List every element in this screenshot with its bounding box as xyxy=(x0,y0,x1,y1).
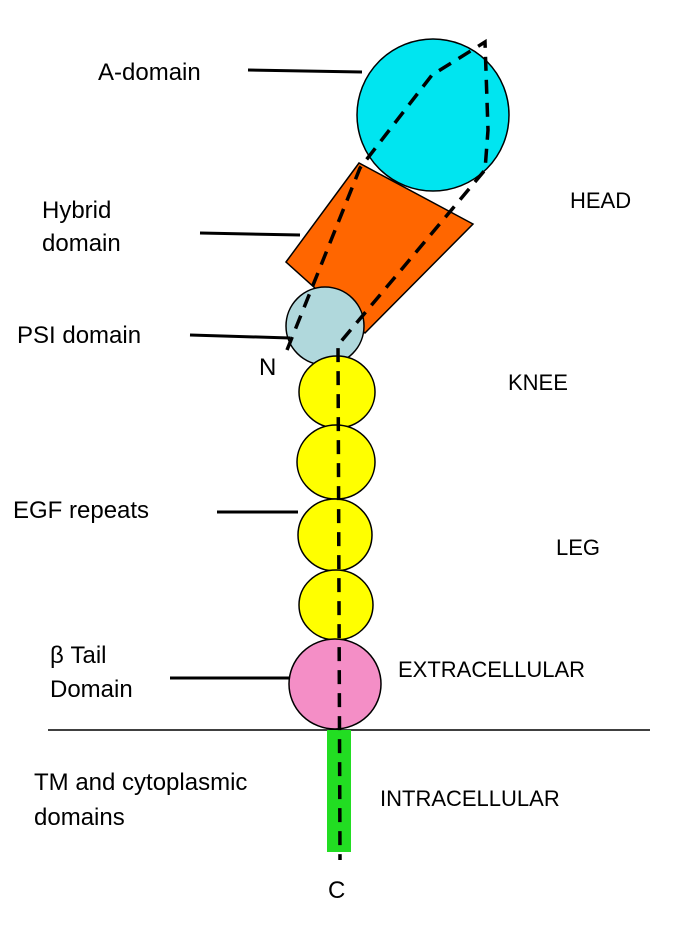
egf-repeat xyxy=(298,569,374,641)
beta-tail-label-line2: Domain xyxy=(50,676,133,703)
region-leg-label: LEG xyxy=(556,535,600,560)
region-head-label: HEAD xyxy=(570,188,631,213)
region-intracellular-label: INTRACELLULAR xyxy=(380,786,560,811)
region-extracellular-label: EXTRACELLULAR xyxy=(398,657,585,682)
tm-cytoplasmic-label-line1: TM and cytoplasmic xyxy=(34,769,247,796)
egf-repeats-group xyxy=(296,355,376,641)
hybrid-domain-leader xyxy=(199,231,301,237)
n-terminus-label: N xyxy=(259,354,276,381)
a-domain-label: A-domain xyxy=(98,59,201,86)
egf-repeat xyxy=(297,498,373,572)
egf-repeats-label: EGF repeats xyxy=(13,497,149,524)
a-domain-leader xyxy=(247,68,363,74)
region-knee-label: KNEE xyxy=(508,370,568,395)
hybrid-domain-label-line1: Hybrid xyxy=(42,197,111,224)
psi-domain-leader xyxy=(189,333,291,340)
polypeptide-chain xyxy=(285,38,490,861)
a-domain-shape xyxy=(356,38,510,192)
beta-tail-shape xyxy=(288,638,382,730)
c-terminus-label: C xyxy=(328,877,345,904)
hybrid-domain-label-line2: domain xyxy=(42,230,121,257)
tm-cytoplasmic-label-line2: domains xyxy=(34,804,125,831)
beta-tail-label-line1: β Tail xyxy=(50,642,106,669)
egf-repeat xyxy=(296,424,376,500)
psi-domain-label: PSI domain xyxy=(17,322,141,349)
